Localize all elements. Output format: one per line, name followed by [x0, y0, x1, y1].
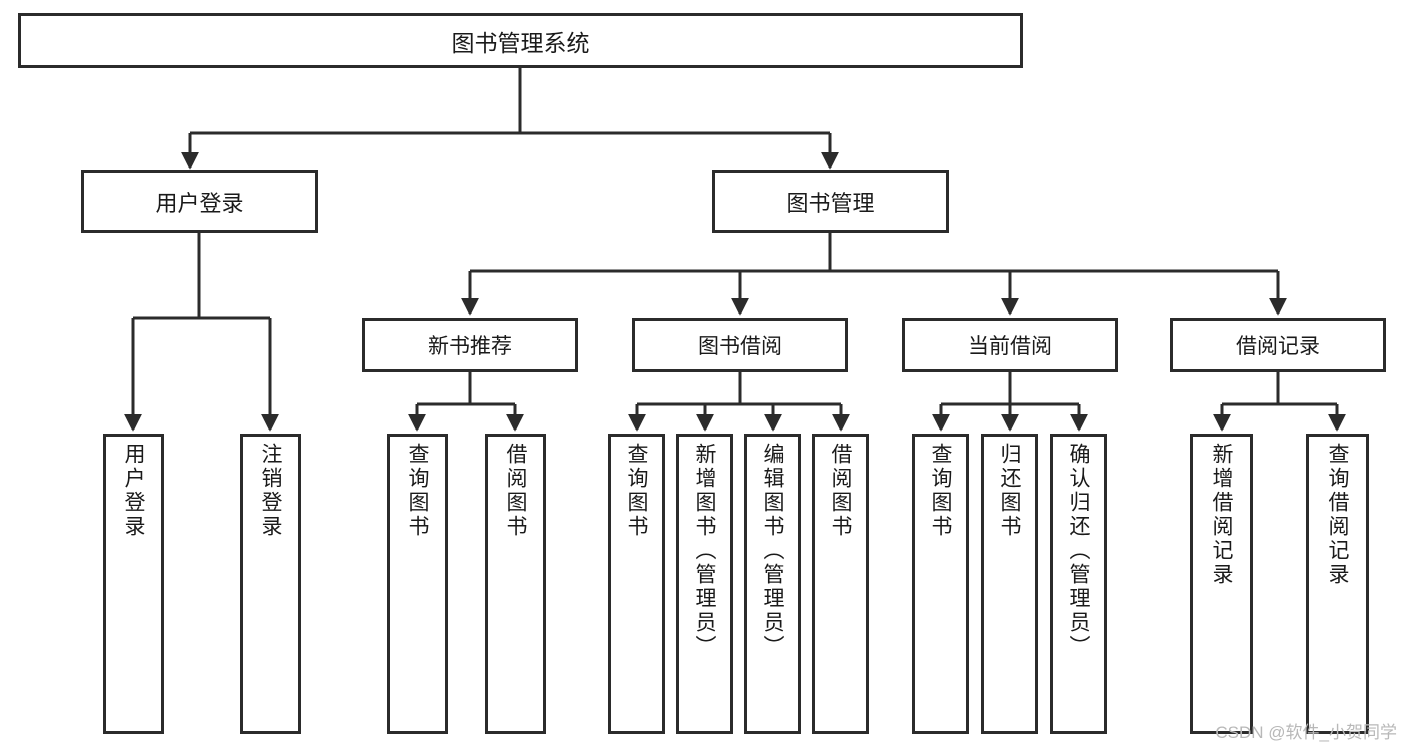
- node-new-book-recommend[interactable]: 新书推荐: [362, 318, 578, 372]
- node-book-manage[interactable]: 图书管理: [712, 170, 949, 233]
- node-borrow-record[interactable]: 借阅记录: [1170, 318, 1386, 372]
- leaf-new-book-borrow-label: 借阅图书: [504, 443, 527, 539]
- leaf-confirm-return-admin-label: 确认归还（管理员）: [1067, 443, 1090, 659]
- node-new-book-recommend-label: 新书推荐: [428, 335, 512, 358]
- leaf-new-book-query-label: 查询图书: [406, 443, 429, 539]
- leaf-logout-label: 注销登录: [259, 443, 282, 539]
- leaf-borrow-book[interactable]: 借阅图书: [812, 434, 869, 734]
- leaf-query-borrow-record[interactable]: 查询借阅记录: [1306, 434, 1369, 734]
- node-current-borrow[interactable]: 当前借阅: [902, 318, 1118, 372]
- leaf-confirm-return-admin[interactable]: 确认归还（管理员）: [1050, 434, 1107, 734]
- leaf-add-borrow-record[interactable]: 新增借阅记录: [1190, 434, 1253, 734]
- node-book-borrow[interactable]: 图书借阅: [632, 318, 848, 372]
- leaf-edit-book-admin[interactable]: 编辑图书（管理员）: [744, 434, 801, 734]
- leaf-borrow-query-book-label: 查询图书: [625, 443, 648, 539]
- leaf-add-book-admin[interactable]: 新增图书（管理员）: [676, 434, 733, 734]
- leaf-borrow-query-book[interactable]: 查询图书: [608, 434, 665, 734]
- node-current-borrow-label: 当前借阅: [968, 335, 1052, 358]
- node-book-borrow-label: 图书借阅: [698, 335, 782, 358]
- node-borrow-record-label: 借阅记录: [1236, 335, 1320, 358]
- watermark: CSDN @软件_小贺同学: [1215, 723, 1397, 742]
- leaf-add-book-admin-label: 新增图书（管理员）: [693, 443, 716, 659]
- node-root-label: 图书管理系统: [451, 29, 590, 56]
- leaf-return-book[interactable]: 归还图书: [981, 434, 1038, 734]
- leaf-new-book-borrow[interactable]: 借阅图书: [485, 434, 546, 734]
- leaf-new-book-query[interactable]: 查询图书: [387, 434, 448, 734]
- node-user-login-label: 用户登录: [155, 190, 244, 216]
- leaf-borrow-book-label: 借阅图书: [829, 443, 852, 539]
- leaf-query-borrow-record-label: 查询借阅记录: [1326, 443, 1349, 587]
- leaf-current-query-book-label: 查询图书: [929, 443, 952, 539]
- node-book-manage-label: 图书管理: [786, 190, 875, 216]
- leaf-edit-book-admin-label: 编辑图书（管理员）: [761, 443, 784, 659]
- leaf-add-borrow-record-label: 新增借阅记录: [1210, 443, 1233, 587]
- node-root[interactable]: 图书管理系统: [18, 13, 1023, 68]
- leaf-logout[interactable]: 注销登录: [240, 434, 301, 734]
- node-user-login[interactable]: 用户登录: [81, 170, 318, 233]
- leaf-return-book-label: 归还图书: [998, 443, 1021, 539]
- leaf-user-login-label: 用户登录: [122, 443, 145, 539]
- leaf-current-query-book[interactable]: 查询图书: [912, 434, 969, 734]
- leaf-user-login[interactable]: 用户登录: [103, 434, 164, 734]
